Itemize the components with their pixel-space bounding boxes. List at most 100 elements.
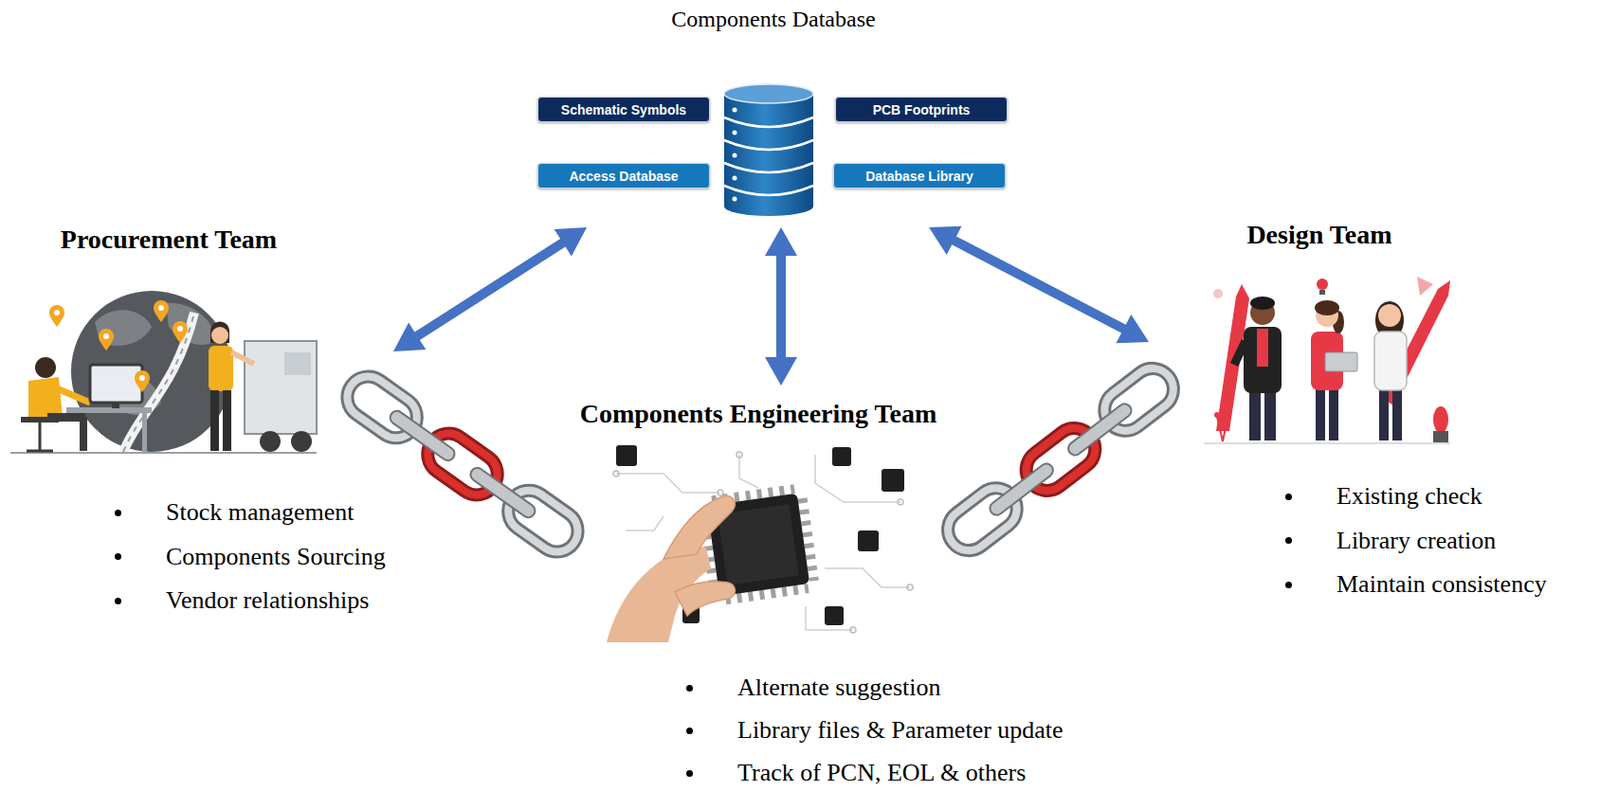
chip-illustration-part bbox=[736, 452, 743, 458]
design-team-illustration-part bbox=[1256, 328, 1269, 367]
design-team-illustration-part bbox=[1243, 327, 1282, 394]
chip-illustration-part bbox=[613, 471, 619, 477]
chain bbox=[339, 368, 586, 561]
procurement-illustration-part bbox=[208, 345, 234, 392]
chain bbox=[939, 360, 1182, 560]
procurement-illustration-part bbox=[56, 388, 91, 403]
database-cylinder-part bbox=[732, 130, 738, 136]
design-team-illustration-part bbox=[1319, 290, 1326, 295]
procurement-illustration-part bbox=[158, 305, 164, 311]
design-team-illustration-part bbox=[1374, 331, 1407, 391]
database-cylinder-part bbox=[724, 93, 814, 207]
pill-label: PCB Footprints bbox=[872, 102, 971, 118]
procurement-illustration-part bbox=[211, 327, 229, 345]
chain-part bbox=[1065, 401, 1134, 459]
design-team-illustration-part bbox=[1417, 276, 1434, 296]
procurement-illustration-part bbox=[231, 352, 255, 364]
design-team-illustration-part bbox=[1315, 388, 1326, 441]
procurement-illustration-part bbox=[103, 333, 110, 340]
design-team-illustration-part bbox=[1325, 352, 1358, 372]
chip-illustration-part-part bbox=[717, 504, 800, 586]
database-cylinder-part bbox=[732, 153, 738, 159]
design-team-illustration-part bbox=[1392, 388, 1402, 441]
chip-illustration-part bbox=[625, 516, 664, 531]
chip-illustration-part bbox=[881, 469, 905, 492]
design-team-illustration-part bbox=[1264, 388, 1276, 441]
chip-illustration-part bbox=[663, 496, 735, 560]
database-cylinder-part bbox=[724, 163, 814, 173]
database-group: Components DatabaseSchematic Symbols PCB … bbox=[530, 3, 1017, 224]
bullet-dot bbox=[1285, 493, 1292, 501]
procurement-illustration-part bbox=[10, 452, 317, 455]
database-cylinder bbox=[724, 84, 814, 217]
bullet-text: Track of PCN, EOL & others bbox=[737, 756, 1026, 791]
bullet-dot bbox=[686, 770, 693, 778]
bullet-dot bbox=[1285, 537, 1292, 545]
bullet-text: Existing check bbox=[1336, 479, 1483, 514]
chip-illustration-part bbox=[616, 473, 721, 493]
design-team-illustration-part bbox=[1379, 388, 1389, 441]
bullet-dot bbox=[114, 509, 122, 517]
chain-part bbox=[468, 465, 538, 521]
design-team-illustration-part bbox=[1328, 388, 1339, 441]
double-arrow bbox=[393, 227, 587, 352]
team-group: Procurement TeamStock managementComponen… bbox=[9, 216, 386, 619]
bullet-dot bbox=[1285, 581, 1292, 589]
procurement-illustration-part bbox=[134, 370, 150, 393]
team-heading: Procurement Team bbox=[60, 224, 277, 255]
database-pill: Database Library bbox=[833, 163, 1006, 189]
procurement-illustration-part bbox=[172, 321, 188, 344]
chip-illustration-part bbox=[674, 581, 736, 617]
database-cylinder-part bbox=[724, 84, 814, 104]
database-pill: PCB Footprints bbox=[835, 96, 1008, 123]
procurement-illustration-part bbox=[26, 450, 54, 454]
bullet-text: Vendor relationships bbox=[165, 583, 369, 619]
procurement-illustration-part bbox=[111, 401, 120, 409]
database-cylinder-part bbox=[724, 197, 814, 217]
bullet-text: Library creation bbox=[1336, 524, 1496, 559]
database-cylinder-part bbox=[724, 117, 814, 128]
bullet-text: Components Sourcing bbox=[165, 540, 386, 575]
database-cylinder-part bbox=[724, 185, 814, 196]
bullet-dot bbox=[686, 685, 693, 692]
pill-label: Schematic Symbols bbox=[561, 102, 687, 118]
design-team-illustration-part bbox=[1234, 341, 1246, 365]
bullet-dot bbox=[114, 553, 122, 561]
chip-illustration-part bbox=[805, 606, 854, 631]
procurement-illustration-part bbox=[210, 322, 230, 345]
design-team-illustration-part bbox=[1213, 289, 1223, 299]
team-heading: Design Team bbox=[1246, 219, 1392, 251]
design-team-illustration-part bbox=[1316, 278, 1328, 291]
chip-illustration-part bbox=[907, 584, 913, 591]
procurement-illustration bbox=[10, 290, 317, 454]
chip-illustration-part bbox=[717, 490, 724, 496]
double-arrow bbox=[764, 227, 798, 386]
chip-illustration-part bbox=[832, 447, 852, 467]
team-group: Design TeamExisting checkLibrary creatio… bbox=[1156, 213, 1595, 612]
database-pill: Schematic Symbols bbox=[537, 96, 710, 123]
chain-part bbox=[987, 461, 1056, 519]
chip-illustration-part bbox=[857, 530, 879, 552]
chip-illustration-part bbox=[824, 606, 844, 626]
procurement-illustration-part bbox=[210, 390, 219, 452]
chip-illustration-part bbox=[616, 445, 637, 467]
database-cylinder-part bbox=[732, 197, 738, 202]
database-pill: Access Database bbox=[537, 163, 710, 189]
database-cylinder-part bbox=[724, 140, 814, 150]
procurement-illustration-part bbox=[49, 305, 65, 328]
design-team-illustration-part bbox=[1250, 296, 1275, 310]
design-team-illustration-part bbox=[1225, 408, 1232, 415]
chip-illustration-part bbox=[824, 568, 910, 588]
bullet-dot bbox=[114, 598, 122, 605]
diagram-title-text: Components Database bbox=[530, 5, 1017, 33]
design-team-illustration-part bbox=[1433, 431, 1449, 443]
bullet-text: Stock management bbox=[165, 495, 355, 530]
procurement-illustration-part bbox=[71, 290, 233, 453]
bullet-text: Library files & Parameter update bbox=[737, 713, 1064, 748]
bullet-text: Maintain consistency bbox=[1336, 567, 1547, 602]
procurement-illustration-part bbox=[38, 422, 42, 452]
